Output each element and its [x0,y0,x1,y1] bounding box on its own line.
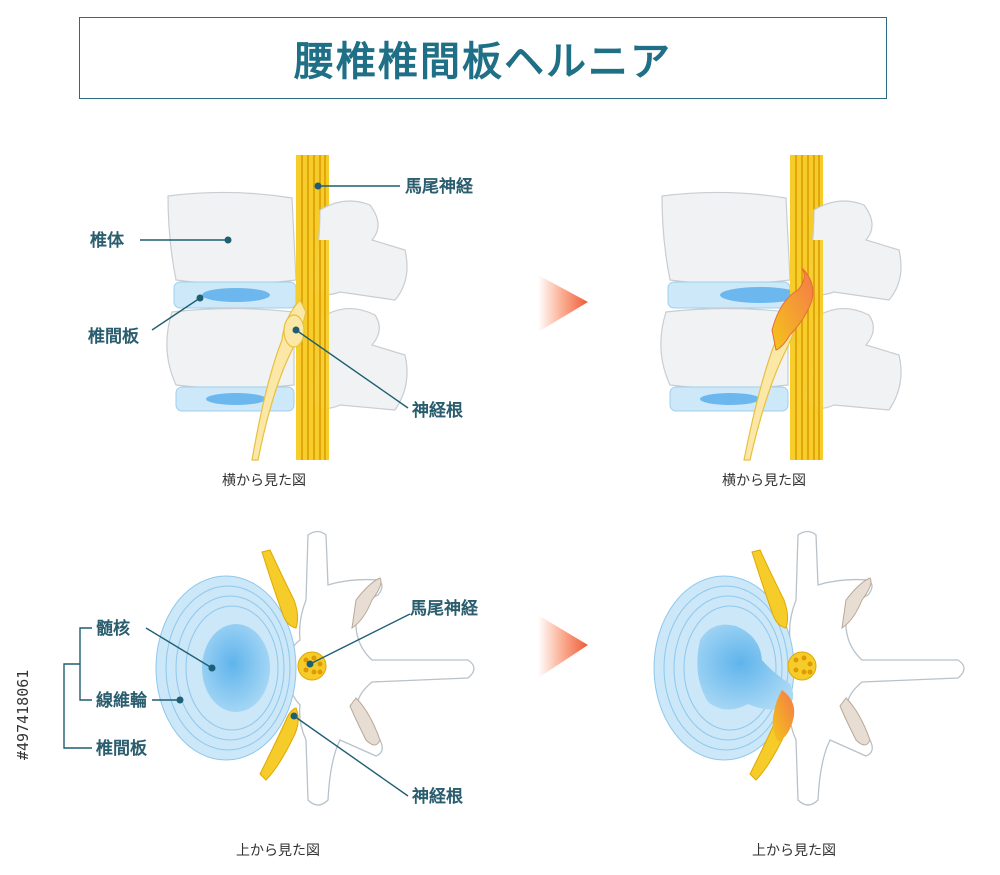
herniation-top [772,690,795,742]
title-box: 腰椎椎間板ヘルニア [79,17,887,99]
label-vertebral-body: 椎体 [89,230,125,251]
facet-upper-right [841,577,872,630]
nucleus-herniated [697,624,794,710]
arrow-top [538,275,588,332]
top-view-herniated [653,530,965,806]
nucleus-upper-right [720,287,800,303]
side-view-normal [166,155,408,461]
leader-dots-top [176,660,314,720]
label-cauda-equina-top: 馬尾神経 [410,598,479,619]
label-disc-side: 椎間板 [87,326,140,347]
label-cauda-equina-side: 馬尾神経 [405,176,474,197]
vertebral-body-upper-right [661,191,791,285]
stock-id: #497418061 [14,670,32,760]
cauda-equina-front [296,240,329,460]
cauda-equina-top-dots-right [793,655,813,675]
facet-lower [349,697,381,746]
cauda-equina-top-right [787,651,817,681]
leader-lines-side [140,185,409,409]
cauda-equina-top-dots [303,655,323,675]
side-view-herniated [660,155,902,461]
nucleus-lower [206,393,266,405]
arrow-bottom [538,615,588,678]
top-view-normal [155,530,475,806]
label-nerve-root-top: 神経根 [412,786,463,807]
nerve-root-top-upper [261,549,299,629]
vertebral-body-upper [167,191,297,285]
label-nucleus: 髄核 [96,618,130,639]
caption-top-left: 上から見た図 [236,843,320,859]
nerve-root-top-lower [259,707,299,781]
nerve-root-top-upper-right [751,549,789,629]
herniation-side [771,267,814,351]
leader-lines-top [63,613,411,797]
caption-side-left: 横から見た図 [222,473,306,489]
leader-dots-side [196,182,322,334]
nucleus-lower-right [700,393,760,405]
facet-upper [351,577,382,630]
nucleus-upper [202,288,270,302]
caption-side-right: 横から見た図 [722,473,806,489]
label-nerve-root-side: 神経根 [412,400,463,421]
page-title: 腰椎椎間板ヘルニア [294,39,672,85]
caption-top-right: 上から見た図 [752,843,836,859]
label-disc-top: 椎間板 [95,738,148,759]
label-annulus: 線維輪 [96,690,148,711]
facet-lower-right [839,697,871,746]
nucleus-top [202,624,270,712]
